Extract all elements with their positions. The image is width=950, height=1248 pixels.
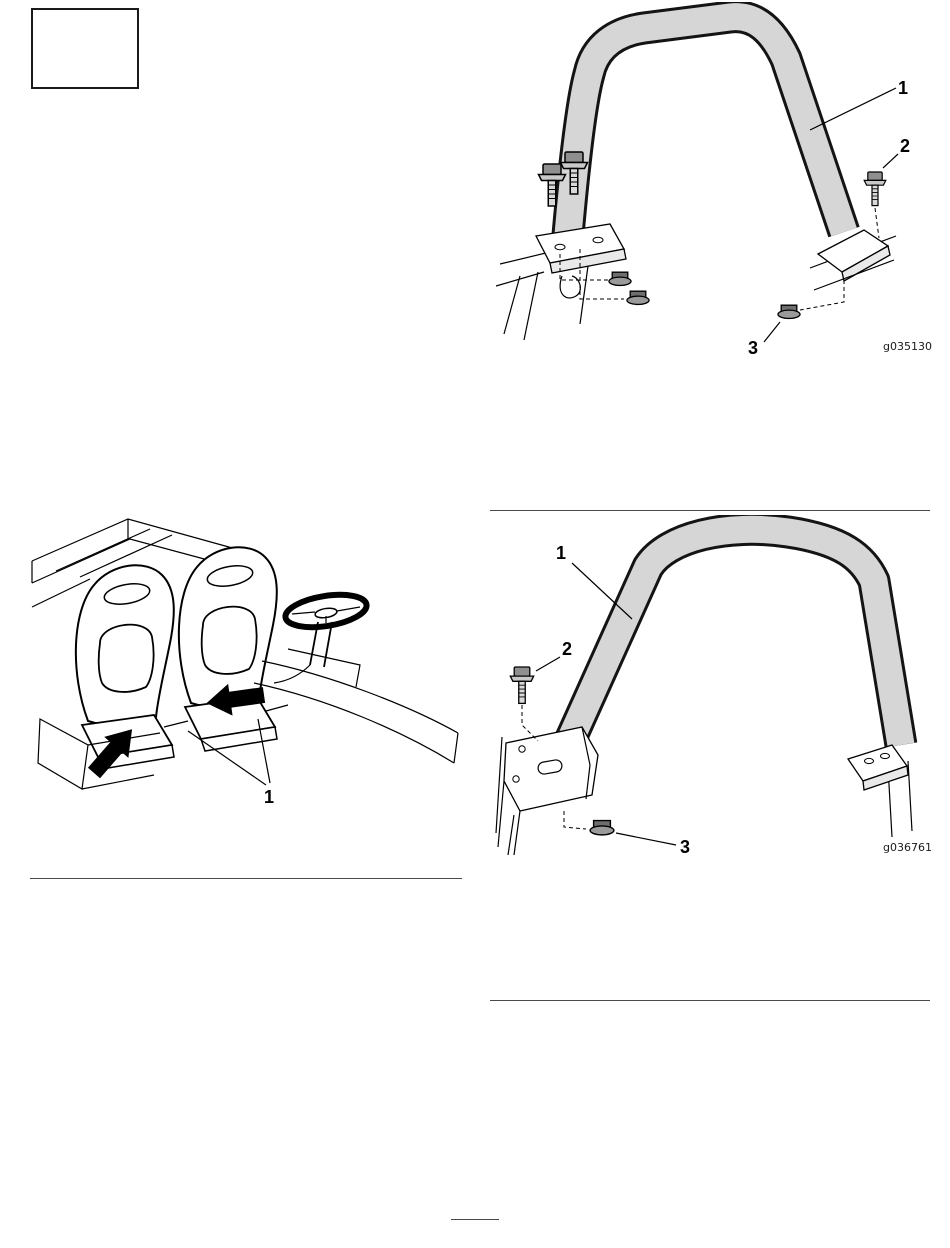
- flange-nut-icon: [589, 819, 615, 836]
- hardware-dash-line: [559, 254, 610, 281]
- direction-arrow-left: [87, 729, 133, 779]
- callout-3: 3: [748, 338, 758, 358]
- steering-wheel: [282, 591, 370, 668]
- callout-1: 1: [898, 78, 908, 98]
- flange-nut-icon: [777, 304, 801, 320]
- callout-1: 1: [556, 543, 566, 563]
- callout-3: 3: [680, 837, 690, 857]
- floor-lines: [37, 704, 289, 790]
- callout-3-leader: [763, 321, 781, 343]
- callout-1-leader: [257, 718, 271, 784]
- right-foot-plate: [809, 229, 897, 291]
- figure-seats: 1: [30, 515, 460, 815]
- hardware-dash-line: [521, 705, 539, 742]
- callout-1-leader: [571, 562, 633, 620]
- callout-3-leader: [615, 832, 677, 846]
- seat-right: [177, 546, 278, 752]
- page-footer-rule: [451, 1219, 499, 1220]
- section-divider-right-bottom: [490, 1000, 930, 1001]
- cargo-bed-lines: [31, 518, 237, 608]
- flange-bolt-icon: [509, 666, 535, 705]
- rollbar-raised-illustration: 1 2 3 g035130: [495, 2, 932, 358]
- rollbar-lowered-illustration: 1 2 3 g036761: [495, 515, 932, 857]
- rollbar-tube: [549, 2, 860, 260]
- callout-2: 2: [900, 136, 910, 156]
- mount-bracket: [497, 726, 599, 856]
- vehicle-body-lines: [253, 648, 459, 764]
- direction-arrow-right: [206, 683, 266, 716]
- machine-frame-lines: [495, 251, 589, 341]
- hardware-dash-line: [579, 249, 624, 300]
- flange-nut-icon: [626, 290, 650, 306]
- callout-2-leader: [535, 656, 561, 672]
- section-divider-right-top: [490, 510, 930, 511]
- blank-reference-box: [31, 8, 139, 89]
- flange-nut-icon: [608, 271, 632, 287]
- figure-rollbar-lowered: 1 2 3 g036761: [492, 515, 937, 875]
- callout-1-leader: [187, 730, 267, 786]
- seats-illustration: 1: [31, 518, 459, 807]
- figure-code: g036761: [883, 841, 932, 854]
- right-foot-plate: [846, 744, 909, 791]
- callout-1-leader: [809, 87, 897, 131]
- mount-bracket: [535, 223, 627, 274]
- section-divider-left: [30, 878, 462, 879]
- hardware-dash-line: [563, 811, 587, 830]
- flange-bolt-icon: [863, 171, 887, 207]
- callout-2: 2: [562, 639, 572, 659]
- callout-1: 1: [264, 787, 274, 807]
- hardware-dash-line: [799, 280, 845, 311]
- rollbar-tube: [552, 515, 918, 752]
- callout-2-leader: [882, 153, 899, 169]
- figure-code: g035130: [883, 340, 932, 353]
- hardware-dash-line: [874, 207, 880, 239]
- figure-rollbar-raised: 1 2 3 g035130: [492, 2, 937, 362]
